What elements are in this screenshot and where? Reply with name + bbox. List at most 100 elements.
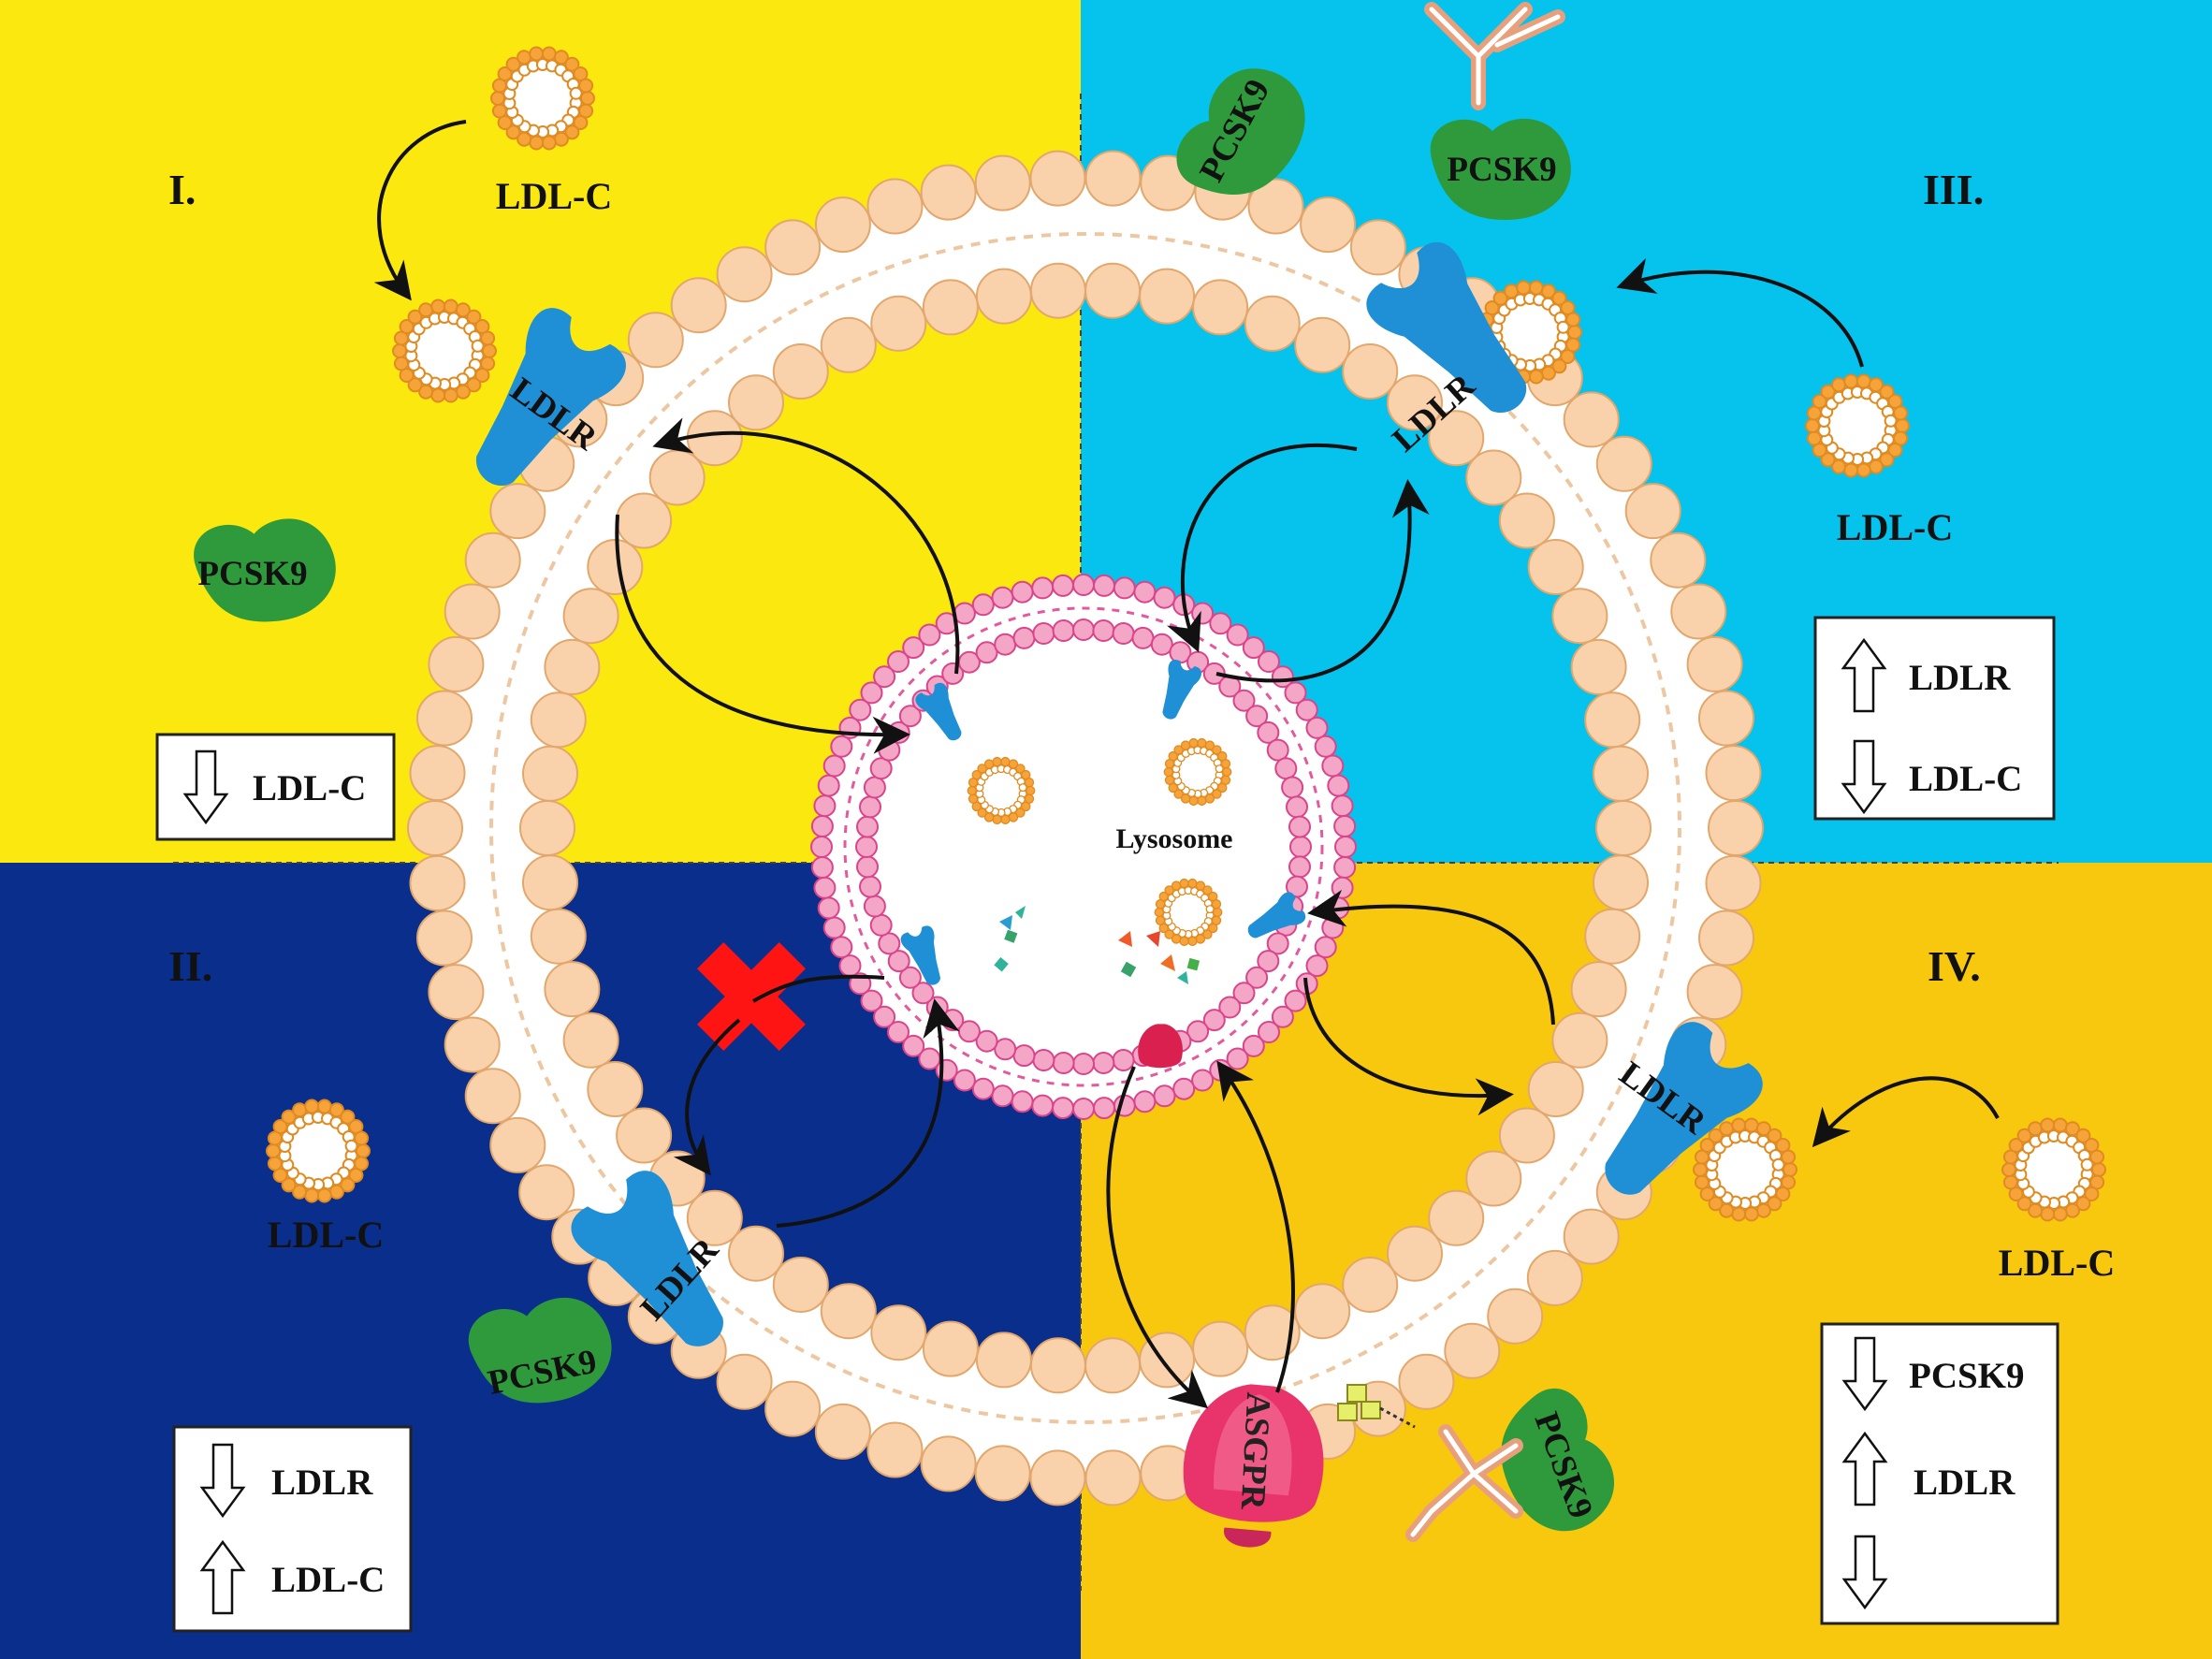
- ldl-particle-lipid: [1164, 885, 1174, 895]
- ldl-particle-lipid: [1556, 320, 1570, 334]
- quadrant-I-label: I.: [168, 166, 196, 213]
- phospholipid-head: [1327, 774, 1350, 797]
- ldl-particle-lipid: [977, 764, 987, 774]
- phospholipid-head: [971, 1077, 995, 1100]
- phospholipid-head: [1192, 279, 1249, 336]
- phospholipid-head: [1526, 1249, 1583, 1306]
- ldl-particle-lipid: [1164, 929, 1174, 939]
- ldl-particle-lipid: [1767, 1128, 1783, 1143]
- phospholipid-head: [522, 854, 578, 911]
- phospholipid-head: [1593, 745, 1649, 802]
- degradation-fragments: [994, 906, 1201, 984]
- phospholipid-head: [1244, 295, 1301, 352]
- phospholipid-head: [1428, 1189, 1485, 1246]
- ldl-particle-lipid: [407, 309, 423, 325]
- ldl-particle-lipid: [1884, 414, 1898, 428]
- phospholipid-head: [991, 1084, 1014, 1108]
- phospholipid-head: [1093, 1097, 1115, 1120]
- phospholipid-head: [1498, 492, 1555, 549]
- ldlr-receptor: [476, 308, 626, 487]
- phospholipid-head: [1072, 1053, 1095, 1075]
- ldl-c-label: LDL-C: [1999, 1242, 2115, 1284]
- ldl-particle-lipid: [2016, 1128, 2032, 1143]
- phospholipid-head: [1487, 1288, 1544, 1345]
- phospholipid-head: [1650, 531, 1707, 589]
- phospholipid-head: [1209, 612, 1232, 635]
- summary-text: LDLR: [271, 1463, 373, 1503]
- ldl-particle-lipid: [580, 91, 595, 106]
- phospholipid-head: [1527, 1061, 1584, 1117]
- phospholipid-head: [863, 895, 886, 918]
- ldl-particle-lipid: [344, 1139, 358, 1153]
- asgpr-receptor: [1183, 1384, 1324, 1548]
- phospholipid-head: [1686, 635, 1743, 692]
- ldl-particle-lipid: [1163, 766, 1173, 778]
- pcsk9-label: PCSK9: [197, 555, 307, 593]
- phospholipid-head: [728, 1225, 784, 1282]
- phospholipid-head: [869, 757, 893, 780]
- phospholipid-head: [1258, 650, 1280, 673]
- phospholipid-head: [1029, 150, 1086, 207]
- phospholipid-head: [920, 1435, 977, 1492]
- phospholipid-head: [1153, 586, 1176, 609]
- ldlr-receptor: [571, 1171, 723, 1346]
- asgpr-label: ASGPR: [1233, 1391, 1278, 1512]
- ldl-particle-lipid: [1015, 808, 1026, 818]
- ldl-particle-lipid: [1154, 907, 1164, 918]
- ldl-particle-lipid: [266, 1143, 281, 1158]
- ldl-particle-free: [266, 1099, 371, 1203]
- phospholipid-head: [1563, 391, 1620, 448]
- phospholipid-head: [1092, 619, 1115, 642]
- phospholipid-head: [530, 691, 587, 749]
- down-arrow-icon: [1841, 1535, 1888, 1610]
- antibody-icon: [1405, 1424, 1523, 1542]
- phospholipid-head: [444, 583, 501, 640]
- summary-box-I: LDL-C: [155, 733, 396, 841]
- phospholipid-head: [860, 681, 883, 705]
- phospholipid-head: [1257, 720, 1280, 744]
- phospholipid-head: [817, 896, 840, 920]
- phospholipid-head: [464, 531, 521, 589]
- ldl-particle-lipid: [490, 91, 505, 106]
- phospholipid-head: [409, 745, 466, 802]
- ldl-particle-lipid: [1026, 785, 1036, 796]
- ldl-particle-free: [2001, 1117, 2106, 1222]
- ldl-particle-lipid: [1018, 783, 1027, 793]
- ldl-particle-lipid: [1492, 290, 1508, 306]
- phospholipid-head: [830, 936, 853, 959]
- ldlr-receptor-small: [915, 682, 962, 741]
- ldl-particle-lipid: [1202, 885, 1213, 895]
- phospholipid-head: [1294, 1283, 1351, 1340]
- phospholipid-head: [810, 856, 834, 879]
- phospholipid-head: [856, 855, 879, 879]
- phospholipid-head: [1226, 623, 1249, 647]
- phospholipid-head: [1708, 800, 1764, 856]
- phospholipid-head: [1072, 618, 1095, 641]
- ldl-particle-lipid: [281, 1177, 297, 1193]
- phospholipid-head: [810, 815, 834, 837]
- summary-text: LDL-C: [271, 1560, 385, 1600]
- phospholipid-head: [1192, 1320, 1249, 1377]
- ldl-particle-lipid: [564, 56, 580, 72]
- ligand-conjugate-icon: [1337, 1384, 1416, 1429]
- ldl-particle-lipid: [1783, 1162, 1797, 1177]
- phospholipid-head: [887, 650, 910, 673]
- ldl-particle-lipid: [1215, 764, 1224, 774]
- ldl-particle-lipid: [471, 339, 485, 353]
- phospholipid-head: [1052, 1052, 1075, 1074]
- phospholipid-head: [1686, 964, 1743, 1021]
- phospholipid-head: [860, 989, 883, 1012]
- phospholipid-head: [1349, 219, 1406, 276]
- ldl-particle-lipid: [1820, 384, 1836, 400]
- phospholipid-head: [1242, 1034, 1265, 1057]
- phospholipid-head: [1191, 1069, 1215, 1092]
- phospholipid-head: [1593, 854, 1649, 911]
- phospholipid-head: [810, 836, 833, 858]
- phospholipid-head: [838, 954, 862, 978]
- phospholipid-head: [855, 836, 878, 858]
- phospholipid-head: [1595, 435, 1652, 492]
- phospholipid-head: [1052, 1097, 1074, 1120]
- quadrant-IV-label: IV.: [1928, 942, 1981, 990]
- summary-box-IV: PCSK9 LDLR: [1820, 1322, 2059, 1625]
- ldl-c-label: LDL-C: [1837, 506, 1953, 548]
